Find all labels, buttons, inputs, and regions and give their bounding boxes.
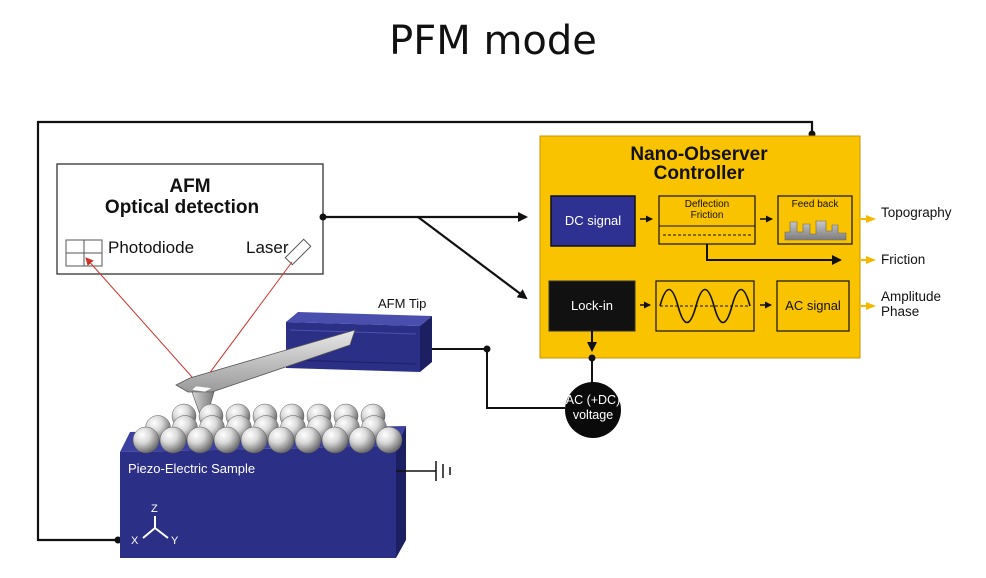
- ac-signal-label: AC signal: [785, 298, 841, 313]
- afm-tip-label: AFM Tip: [378, 296, 426, 311]
- sine-wave-icon: [659, 288, 751, 324]
- sample-sphere: [294, 426, 322, 454]
- detection-subheading: Optical detection: [105, 197, 259, 218]
- voltage-label-2: voltage: [573, 408, 613, 422]
- tip-junction-dot: [483, 345, 491, 353]
- laser-icon: [284, 238, 312, 266]
- sample-sphere: [348, 426, 376, 454]
- feedback-box: Feed back: [777, 195, 853, 245]
- ground-symbol: [396, 461, 451, 481]
- lockin-label: Lock-in: [571, 298, 613, 313]
- sample-label: Piezo-Electric Sample: [128, 461, 255, 476]
- detection-heading: AFM: [169, 176, 210, 197]
- feedback-label: Feed back: [792, 199, 840, 210]
- laser-beam-incident: [199, 261, 293, 387]
- laser-beam-reflected: [85, 257, 201, 387]
- deflection-friction-box: Deflection Friction: [658, 195, 756, 245]
- photodiode-label: Photodiode: [108, 238, 194, 257]
- phase-label: Phase: [881, 304, 919, 319]
- controller-panel: Nano-Observer Controller DC signal Defle…: [539, 135, 861, 359]
- topography-trace-icon: [784, 220, 847, 241]
- wire-friction-out: [706, 244, 842, 265]
- xyz-axes-icon: [142, 516, 169, 539]
- friction-inner-label: Friction: [691, 210, 724, 221]
- sample-sphere: [267, 426, 295, 454]
- sample-sphere: [132, 426, 160, 454]
- sample-sphere: [321, 426, 349, 454]
- topography-label: Topography: [881, 205, 952, 220]
- deflection-label: Deflection: [685, 199, 729, 210]
- wire-tip-to-voltage: [428, 348, 565, 409]
- ac-signal-box: AC signal: [776, 280, 850, 332]
- ac-voltage-source: AC (+DC) voltage: [565, 382, 621, 438]
- sample-sphere: [186, 426, 214, 454]
- dc-signal-label: DC signal: [565, 213, 621, 228]
- loop-junction-dot: [114, 536, 122, 544]
- sample-sphere: [375, 426, 403, 454]
- dc-signal-box: DC signal: [550, 195, 636, 247]
- wire-to-lockin: [417, 216, 528, 300]
- afm-tip-holder: [286, 312, 432, 372]
- optical-detection-box: AFM Optical detection Photodiode Laser: [56, 163, 327, 275]
- sample-spheres: [132, 403, 403, 454]
- photodiode-icon: [65, 239, 103, 267]
- friction-output-label: Friction: [881, 252, 925, 267]
- laser-label: Laser: [246, 238, 289, 257]
- diagram-title: PFM mode: [389, 18, 597, 64]
- axis-z-label: Z: [151, 503, 158, 515]
- amplitude-label: Amplitude: [881, 289, 941, 304]
- voltage-label-1: AC (+DC): [566, 393, 621, 407]
- sample-sphere: [240, 426, 268, 454]
- axis-y-label: Y: [171, 535, 179, 547]
- sample-sphere: [213, 426, 241, 454]
- lockin-box: Lock-in: [548, 280, 636, 332]
- controller-subheading: Controller: [654, 163, 745, 184]
- sample-sphere: [159, 426, 187, 454]
- sine-wave-box: [655, 280, 755, 332]
- controller-heading: Nano-Observer: [630, 144, 768, 165]
- axis-x-label: X: [131, 535, 139, 547]
